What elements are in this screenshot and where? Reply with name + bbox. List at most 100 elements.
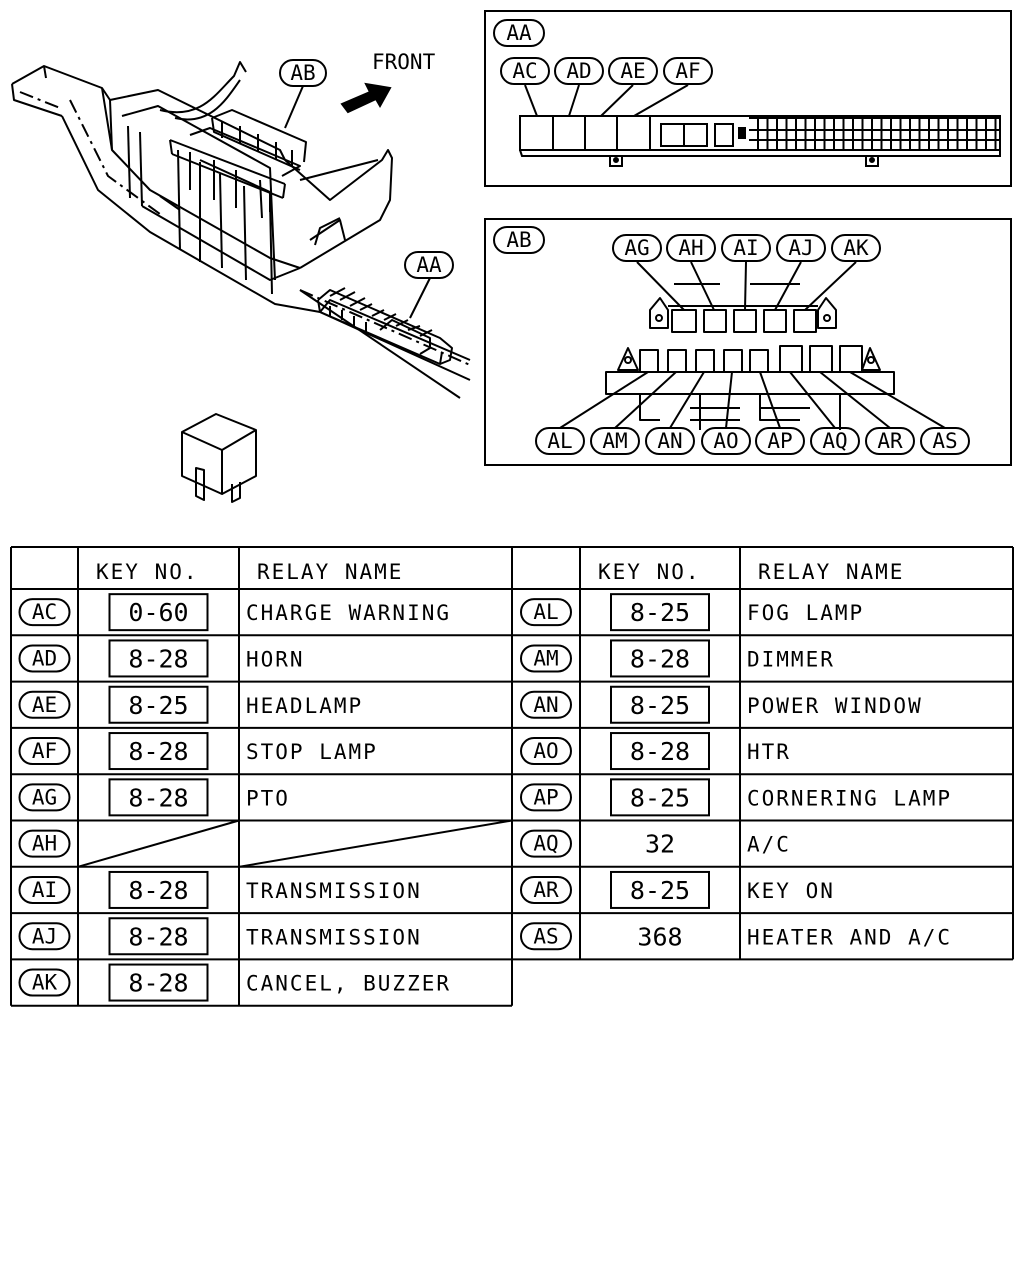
callout-ap: AP	[755, 427, 805, 455]
ab-panel-title: AB	[493, 226, 545, 254]
key-box	[108, 732, 209, 771]
key-box	[108, 917, 209, 956]
relay-name: HORN	[246, 647, 305, 671]
svg-text:AH: AH	[678, 236, 703, 260]
key-box	[108, 639, 209, 678]
aa-panel-title: AA	[493, 19, 545, 47]
row-code-ad: AD	[18, 644, 71, 673]
empty-key-slash	[77, 819, 240, 868]
key-number: 8-28	[128, 922, 188, 951]
callout-ag: AG	[612, 234, 662, 262]
svg-text:AD: AD	[32, 646, 57, 670]
svg-text:AH: AH	[32, 832, 57, 856]
key-box	[610, 732, 710, 771]
svg-text:AQ: AQ	[822, 429, 847, 453]
empty-name-slash	[238, 819, 513, 868]
svg-text:AQ: AQ	[533, 832, 558, 856]
key-number: 8-25	[630, 783, 690, 812]
callout-ah: AH	[666, 234, 716, 262]
table-row: AD 8-28 HORN	[18, 639, 305, 678]
row-code-ar: AR	[520, 875, 572, 904]
key-number: 8-25	[630, 691, 690, 720]
relay-name: KEY ON	[747, 879, 835, 903]
row-code-aq: AQ	[520, 829, 572, 858]
svg-text:AI: AI	[32, 878, 57, 902]
svg-text:AA: AA	[416, 253, 442, 277]
key-number: 8-28	[630, 737, 690, 766]
row-code-ac: AC	[18, 598, 71, 627]
svg-text:AJ: AJ	[788, 236, 813, 260]
svg-text:AP: AP	[767, 429, 792, 453]
row-code-ai: AI	[18, 875, 71, 904]
svg-text:AJ: AJ	[32, 924, 57, 948]
row-code-al: AL	[520, 598, 572, 627]
callout-am: AM	[590, 427, 640, 455]
relay-name: FOG LAMP	[747, 601, 864, 625]
key-box	[610, 639, 710, 678]
svg-text:AK: AK	[32, 971, 58, 995]
svg-text:AP: AP	[533, 785, 558, 809]
key-number: 8-28	[128, 876, 188, 905]
key-box	[610, 593, 710, 632]
svg-text:AG: AG	[624, 236, 649, 260]
relay-name: CANCEL, BUZZER	[246, 972, 451, 996]
relay-block-ab	[605, 283, 895, 430]
front-label: FRONT	[372, 50, 436, 74]
callout-aq: AQ	[810, 427, 860, 455]
callout-ac: AC	[500, 57, 550, 85]
svg-text:AN: AN	[533, 693, 558, 717]
relay-name: STOP LAMP	[246, 740, 378, 764]
key-number: 32	[645, 830, 675, 859]
left-header-relay-name: RELAY NAME	[257, 560, 403, 584]
ab-panel	[484, 218, 1012, 466]
key-number: 8-28	[128, 644, 188, 673]
callout-ab-main: AB	[279, 59, 327, 87]
key-number: 8-25	[630, 876, 690, 905]
row-code-am: AM	[520, 644, 572, 673]
callout-af: AF	[663, 57, 713, 85]
svg-text:AO: AO	[713, 429, 738, 453]
key-number: 8-25	[630, 598, 690, 627]
left-header-key-no: KEY NO.	[96, 560, 199, 584]
key-number: 8-25	[128, 691, 188, 720]
key-box	[610, 778, 710, 817]
row-code-aj: AJ	[18, 922, 71, 951]
svg-text:AB: AB	[506, 228, 531, 252]
relay-name: HEATER AND A/C	[747, 925, 952, 949]
row-code-ak: AK	[18, 968, 71, 997]
key-box	[610, 870, 710, 909]
table-row: AF 8-28 STOP LAMP	[18, 732, 378, 771]
svg-text:AS: AS	[932, 429, 957, 453]
svg-text:AS: AS	[533, 924, 558, 948]
row-code-ag: AG	[18, 783, 71, 812]
table-row: AL 8-25 FOG LAMP	[520, 593, 864, 632]
svg-text:AR: AR	[877, 429, 903, 453]
svg-text:AL: AL	[547, 429, 572, 453]
chassis-illustration	[11, 61, 471, 399]
row-code-af: AF	[18, 737, 71, 766]
right-header-key-no: KEY NO.	[598, 560, 701, 584]
svg-text:AN: AN	[657, 429, 682, 453]
relay-name: TRANSMISSION	[246, 879, 422, 903]
svg-text:AA: AA	[506, 21, 532, 45]
svg-text:AC: AC	[512, 59, 537, 83]
row-code-ae: AE	[18, 690, 71, 719]
svg-text:AD: AD	[566, 59, 591, 83]
svg-text:AF: AF	[32, 739, 57, 763]
ab-panel-bottom-callouts: AL AM AN AO AP AQ AR AS	[535, 371, 970, 455]
callout-ad: AD	[554, 57, 604, 85]
key-box	[108, 593, 209, 632]
fuse-block-aa	[519, 115, 1001, 167]
callout-ar: AR	[865, 427, 915, 455]
svg-text:AK: AK	[843, 236, 869, 260]
relay-name: CHARGE WARNING	[246, 601, 451, 625]
key-number: 8-28	[128, 737, 188, 766]
callout-ao: AO	[701, 427, 751, 455]
